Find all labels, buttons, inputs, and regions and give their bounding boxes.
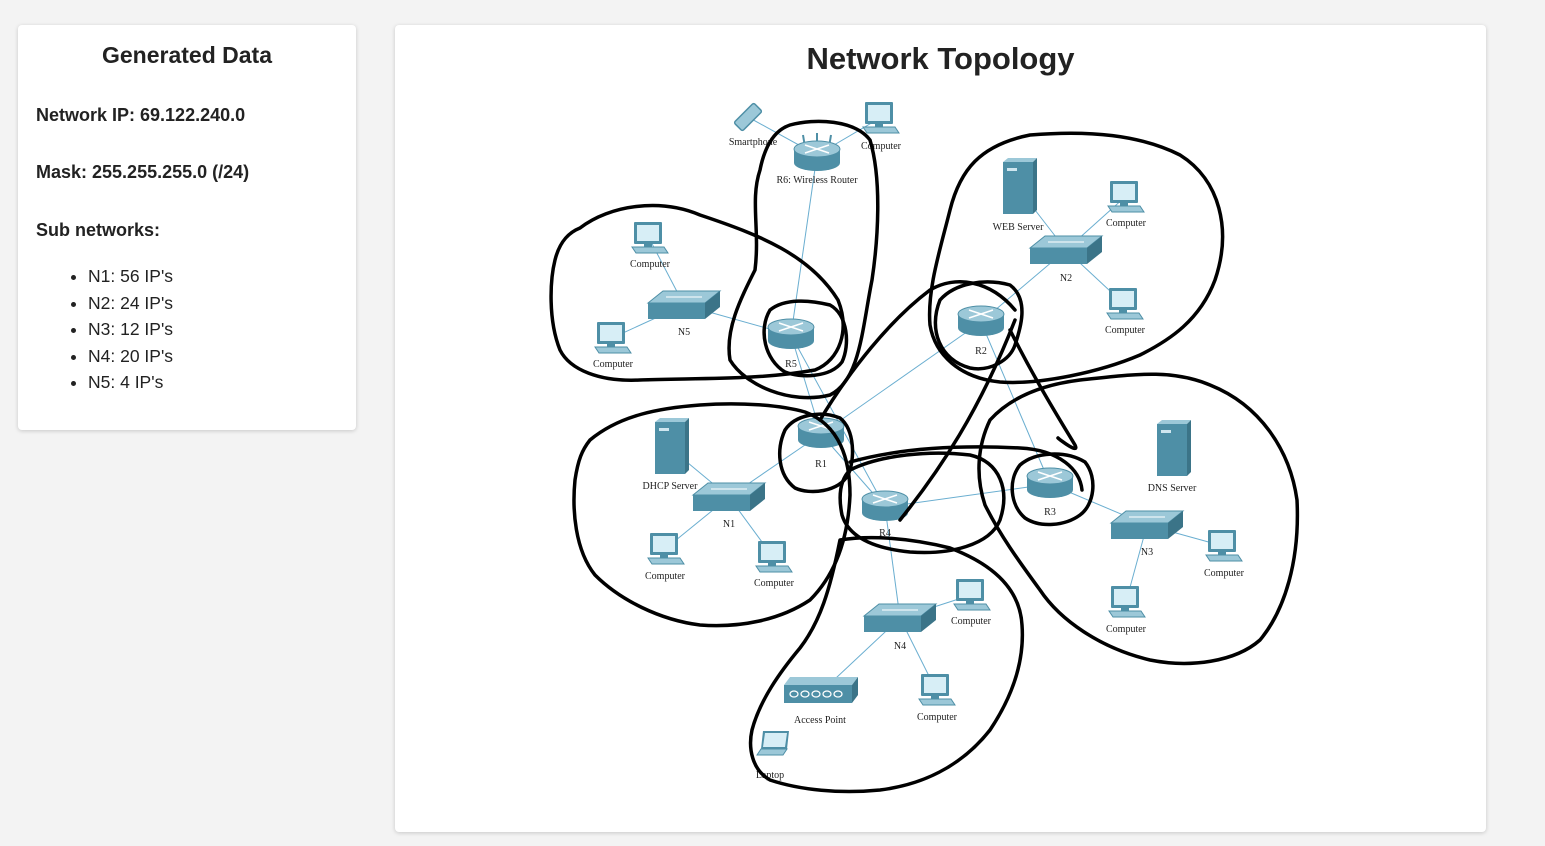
- loop-n1: [572, 402, 852, 628]
- n3-pc-right-label: Computer: [1204, 568, 1245, 579]
- loop-n4: [748, 535, 1025, 794]
- loop-r6-r5: [727, 119, 880, 400]
- n5-switch-switch-icon: [646, 290, 722, 319]
- network-devices: [594, 102, 1243, 756]
- top-pc-label: Computer: [861, 141, 902, 152]
- r3-router-icon: [1026, 467, 1074, 498]
- n4-switch-switch-icon: [862, 603, 938, 632]
- n3-pc-bottom-label: Computer: [1106, 624, 1147, 635]
- n1-pc-left-label: Computer: [645, 571, 686, 582]
- r5-label: R5: [785, 359, 797, 370]
- smartphone-label: Smartphone: [729, 137, 778, 148]
- n1-switch-switch-icon: [691, 482, 767, 511]
- r1-label: R1: [815, 459, 827, 470]
- n4-switch-label: N4: [894, 641, 906, 652]
- n5-pc-top-label: Computer: [630, 259, 671, 270]
- dns-server-server-icon: [1157, 420, 1191, 476]
- r4-router-icon: [861, 490, 909, 521]
- generated-data-title: Generated Data: [101, 42, 272, 68]
- n1-switch-label: N1: [723, 519, 735, 530]
- subnet-item-n4: N4: 20 IP's: [88, 343, 173, 370]
- n1-pc-right-computer-icon: [755, 541, 793, 573]
- dns-server-label: DNS Server: [1148, 483, 1197, 494]
- dhcp-server-label: DHCP Server: [643, 481, 699, 492]
- subnet-list: N1: 56 IP's N2: 24 IP's N3: 12 IP's N4: …: [70, 263, 173, 396]
- loop-n2: [927, 131, 1225, 385]
- n2-pc-bottom-label: Computer: [1105, 325, 1146, 336]
- link-r2-r1: [820, 321, 982, 435]
- generated-data-panel: Generated Data Network IP: 69.122.240.0 …: [18, 25, 356, 430]
- laptop-laptop-icon: [756, 731, 789, 756]
- subnet-item-n2: N2: 24 IP's: [88, 290, 173, 317]
- loop-r3-small: [1010, 452, 1095, 527]
- n2-pc-top-label: Computer: [1106, 218, 1147, 229]
- r3-label: R3: [1044, 507, 1056, 518]
- n2-pc-top-computer-icon: [1107, 181, 1145, 213]
- access-point-access-point-icon: [784, 677, 858, 703]
- n2-switch-switch-icon: [1028, 235, 1104, 264]
- loop-cross-a: [818, 280, 1017, 422]
- n5-pc-bottom-computer-icon: [594, 322, 632, 354]
- r5-router-icon: [767, 318, 815, 349]
- n5-pc-top-computer-icon: [631, 222, 669, 254]
- subnet-item-n3: N3: 12 IP's: [88, 316, 173, 343]
- link-r4-r3: [884, 483, 1051, 508]
- r2-router-icon: [957, 305, 1005, 336]
- n2-switch-label: N2: [1060, 273, 1072, 284]
- mask-text: Mask: 255.255.255.0 (/24): [36, 162, 250, 182]
- access-point-label: Access Point: [794, 715, 846, 726]
- r6-wireless-router-icon: [793, 133, 841, 171]
- web-server-label: WEB Server: [993, 222, 1044, 233]
- loop-cross-d: [898, 318, 1017, 522]
- n5-switch-label: N5: [678, 327, 690, 338]
- link-r6-r5: [790, 154, 818, 336]
- loop-r3-dns: [977, 372, 1300, 666]
- hand-drawn-loops: [549, 119, 1300, 794]
- loop-n5: [549, 203, 845, 382]
- n4-pc-bottom-label: Computer: [917, 712, 958, 723]
- n4-pc-top-computer-icon: [953, 579, 991, 611]
- n1-pc-right-label: Computer: [754, 578, 795, 589]
- loop-r4: [838, 451, 1006, 555]
- loop-r2: [933, 280, 1024, 371]
- laptop-label: Laptop: [756, 770, 784, 781]
- r2-label: R2: [975, 346, 987, 357]
- loop-r5-inner: [762, 299, 849, 378]
- subnet-item-n1: N1: 56 IP's: [88, 263, 173, 290]
- n3-switch-label: N3: [1141, 547, 1153, 558]
- subnet-item-n5: N5: 4 IP's: [88, 369, 173, 396]
- n5-pc-bottom-label: Computer: [593, 359, 634, 370]
- n2-pc-bottom-computer-icon: [1106, 288, 1144, 320]
- loop-cross-b: [1008, 328, 1078, 451]
- top-pc-computer-icon: [862, 102, 900, 134]
- smartphone-smartphone-icon: [733, 102, 763, 132]
- network-topology-title: Network Topology: [806, 41, 1075, 76]
- network-ip-text: Network IP: 69.122.240.0: [36, 105, 246, 125]
- web-server-server-icon: [1003, 158, 1037, 214]
- loop-cross-c: [848, 445, 1084, 492]
- dhcp-server-server-icon: [655, 418, 689, 474]
- n3-pc-bottom-computer-icon: [1108, 586, 1146, 618]
- n4-pc-top-label: Computer: [951, 616, 992, 627]
- n1-pc-left-computer-icon: [647, 533, 685, 565]
- link-r4-n4-switch: [884, 506, 901, 619]
- n3-switch-switch-icon: [1109, 510, 1185, 539]
- r6-label: R6: Wireless Router: [776, 175, 858, 186]
- n3-pc-right-computer-icon: [1205, 530, 1243, 562]
- n4-pc-bottom-computer-icon: [918, 674, 956, 706]
- r4-label: R4: [879, 528, 891, 539]
- subnets-heading: Sub networks:: [36, 220, 161, 240]
